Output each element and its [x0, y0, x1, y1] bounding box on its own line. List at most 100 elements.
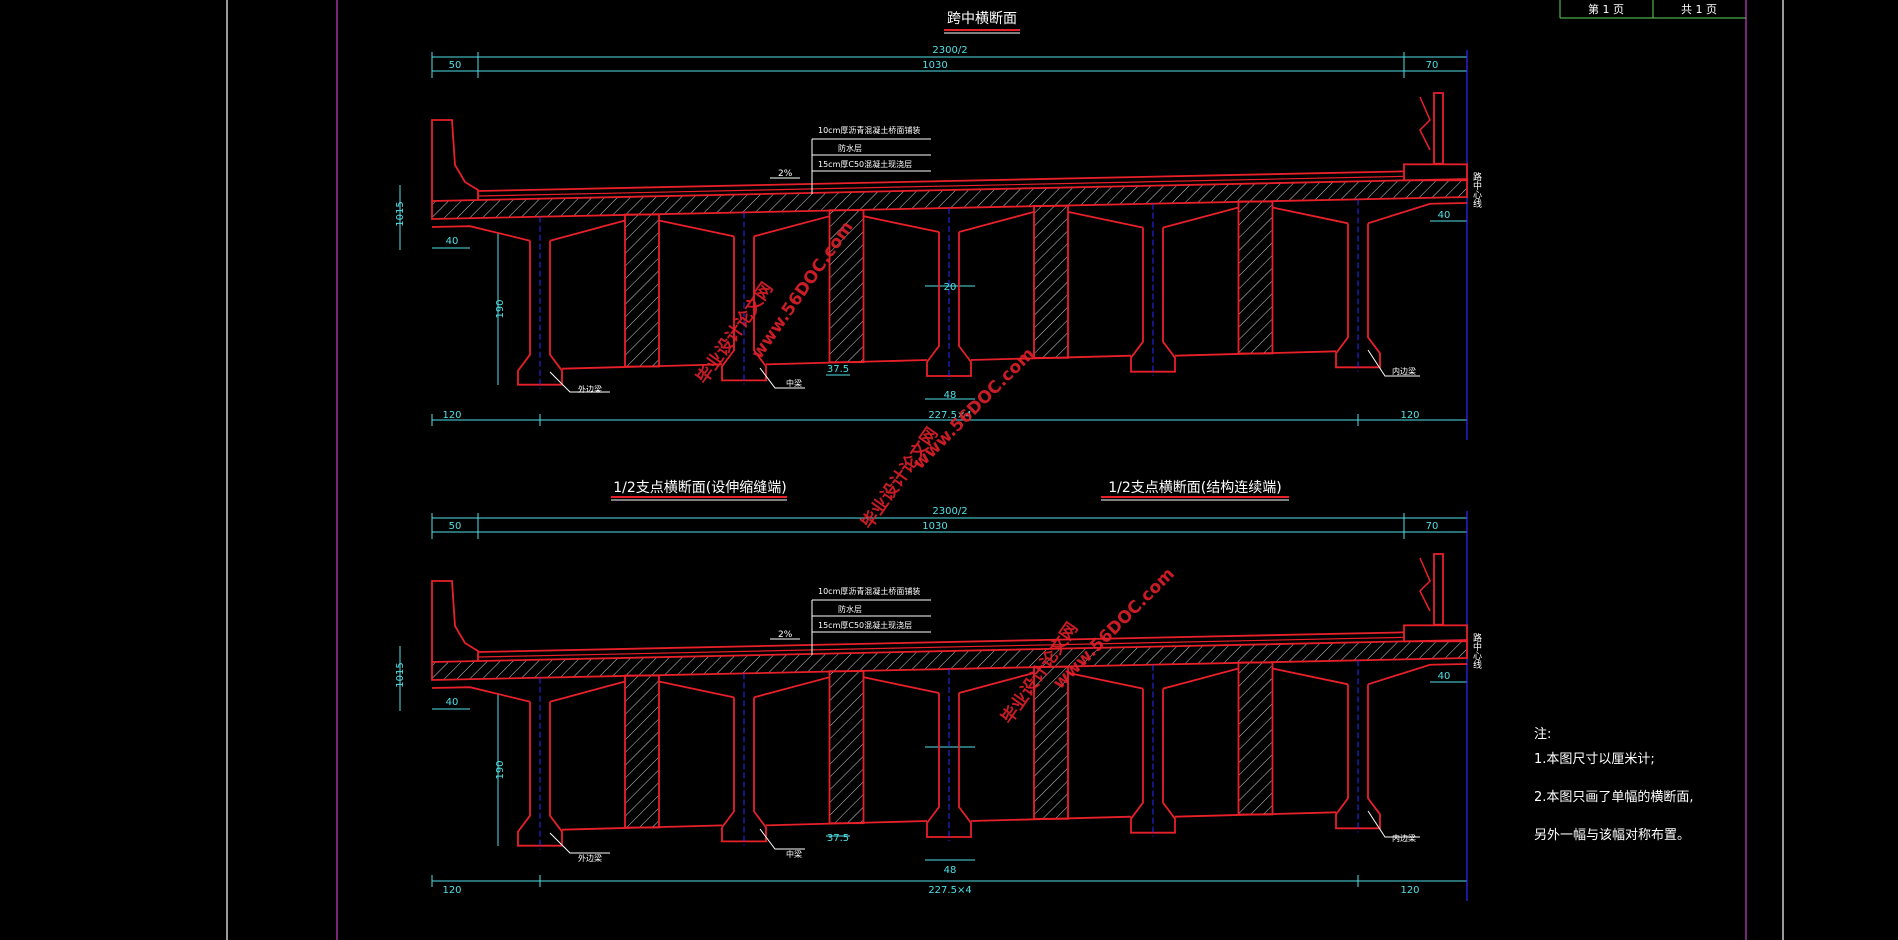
- leader-line: [549, 832, 610, 854]
- slope-label: 2%: [778, 169, 793, 179]
- layer-waterproof: 防水层: [838, 604, 862, 614]
- dim-right-edge: 70: [1426, 521, 1439, 532]
- diaphragm: [828, 209, 865, 364]
- pavement-top: [477, 631, 1405, 653]
- support-cross-section: [399, 511, 1468, 901]
- dim-right-cantilever: 40: [1438, 671, 1451, 682]
- note-2: 2.本图只画了单幅的横断面,: [1534, 789, 1694, 805]
- haunch: [1067, 210, 1144, 229]
- dim-diaphragm: 37.5: [827, 364, 849, 375]
- dim-depth: 1015: [395, 662, 406, 687]
- layer-surface: 10cm厚沥青混凝土桥面铺装: [818, 586, 920, 596]
- dim-total-width: 2300/2: [932, 45, 967, 56]
- haunch: [958, 210, 1035, 233]
- notes-heading: 注:: [1534, 727, 1551, 742]
- diaphragm: [1033, 204, 1069, 359]
- dim-web: 20: [944, 282, 957, 293]
- railing-post: [1433, 92, 1444, 165]
- pavement-layer: [477, 636, 1405, 658]
- diaphragm: [1237, 200, 1274, 355]
- inner-girder-label: 内边梁: [1392, 366, 1416, 376]
- slope-label: 2%: [778, 630, 793, 640]
- haunch: [753, 676, 830, 699]
- outer-girder-label: 外边梁: [578, 853, 602, 863]
- deck-slab: [431, 178, 1468, 220]
- dim-girder-spacing: 227.5×4: [928, 885, 971, 896]
- leader-line: [1367, 349, 1420, 377]
- railing: [1419, 96, 1431, 151]
- dim-diaphragm: 37.5: [827, 833, 849, 844]
- dim-deck-width: 1030: [922, 521, 947, 532]
- title-block: 第 1 页 共 1 页: [1559, 0, 1746, 19]
- pavement-layer: [477, 175, 1405, 197]
- leader-line: [1367, 810, 1420, 838]
- deck-slab: [431, 639, 1468, 681]
- dim-depth: 1015: [395, 201, 406, 226]
- diaphragm: [1033, 665, 1069, 820]
- diaphragm: [624, 213, 660, 368]
- dim-left-edge: 50: [449, 60, 462, 71]
- dim-cantilever: 40: [446, 236, 459, 247]
- dim-edge-span-right: 120: [1400, 410, 1419, 421]
- midspan-section-title: 跨中横断面: [947, 11, 1017, 27]
- railing: [1419, 557, 1431, 612]
- dim-girder-height: 190: [495, 299, 506, 318]
- median-curb: [1403, 163, 1468, 182]
- middle-girder-label: 中梁: [786, 378, 802, 388]
- dim-total-width: 2300/2: [932, 506, 967, 517]
- dim-flange: 48: [944, 865, 957, 876]
- watermark-url: www.56DOC.com: [909, 344, 1038, 473]
- section-annotations-top: 2300/2 1030 50 70 1015 40 190 20 37.5 48…: [395, 45, 1482, 421]
- cantilever-underside: [431, 686, 531, 703]
- support-right-section-title: 1/2支点横断面(结构连续端): [1108, 479, 1281, 496]
- railing-post: [1433, 553, 1444, 626]
- leader-line: [759, 828, 805, 850]
- section-annotations-bottom: 2300/2 1030 50 70 1015 40 190 37.5 48 12…: [395, 506, 1482, 896]
- haunch: [549, 219, 626, 242]
- diaphragm: [624, 674, 660, 829]
- diaphragm: [828, 670, 865, 825]
- haunch: [863, 215, 940, 233]
- dim-girder-spacing: 227.5×4: [928, 410, 971, 421]
- dim-edge-span-right: 120: [1400, 885, 1419, 896]
- layer-cast: 15cm厚C50混凝土现浇层: [818, 159, 912, 169]
- dim-right-cantilever: 40: [1438, 210, 1451, 221]
- leader-line: [549, 371, 610, 393]
- page-number: 第 1 页: [1588, 2, 1624, 16]
- dim-flange: 48: [944, 390, 957, 401]
- midspan-cross-section: [399, 50, 1468, 440]
- haunch: [958, 671, 1035, 694]
- layer-surface: 10cm厚沥青混凝土桥面铺装: [818, 125, 920, 135]
- cantilever-underside: [1367, 663, 1468, 686]
- diaphragm: [1237, 661, 1274, 816]
- centerline-label: 路中心线: [1471, 171, 1482, 208]
- note-3: 另外一幅与该幅对称布置。: [1534, 828, 1690, 843]
- dim-cantilever: 40: [446, 697, 459, 708]
- parapet: [431, 119, 479, 201]
- inner-girder-label: 内边梁: [1392, 833, 1416, 843]
- notes: 注: 1.本图尺寸以厘米计; 2.本图只画了单幅的横断面, 另外一幅与该幅对称布…: [1534, 727, 1694, 843]
- haunch: [1162, 206, 1239, 229]
- haunch: [1272, 667, 1349, 686]
- outer-girder-label: 外边梁: [578, 384, 602, 394]
- median-curb: [1403, 624, 1468, 643]
- pavement-top: [477, 170, 1405, 192]
- parapet: [431, 580, 479, 662]
- haunch: [1272, 206, 1349, 225]
- support-left-section-title: 1/2支点横断面(设伸缩缝端): [613, 480, 786, 496]
- haunch: [1067, 671, 1144, 690]
- note-1: 1.本图尺寸以厘米计;: [1534, 752, 1655, 767]
- haunch: [1162, 667, 1239, 690]
- layer-waterproof: 防水层: [838, 143, 862, 153]
- middle-girder-label: 中梁: [786, 849, 802, 859]
- haunch: [549, 680, 626, 703]
- dim-girder-height: 190: [495, 760, 506, 779]
- dim-edge-span-left: 120: [442, 885, 461, 896]
- layer-cast: 15cm厚C50混凝土现浇层: [818, 620, 912, 630]
- leader-line: [759, 367, 805, 389]
- dim-deck-width: 1030: [922, 60, 947, 71]
- dim-right-edge: 70: [1426, 60, 1439, 71]
- haunch: [658, 680, 735, 699]
- dim-edge-span-left: 120: [442, 410, 461, 421]
